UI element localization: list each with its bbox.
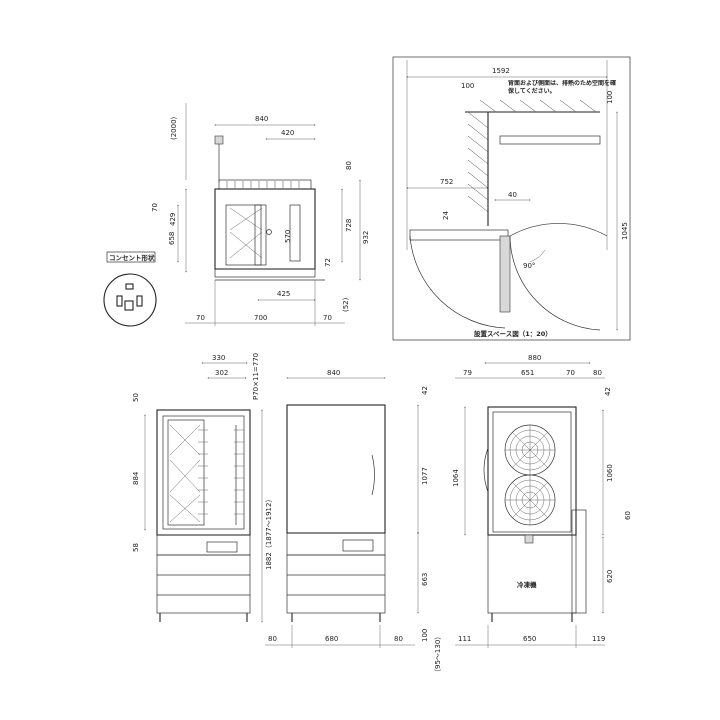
rear-view: 880 79 651 70 80 42 冷凍機 1064 1060 bbox=[452, 354, 632, 648]
install-title: 設置スペース図（1：20） bbox=[474, 329, 552, 338]
dim-w680: 680 bbox=[325, 635, 338, 643]
dim-bottom-700: 700 bbox=[254, 314, 267, 322]
dim-h884: 884 bbox=[132, 471, 140, 485]
dim-body-height: 658 bbox=[168, 232, 176, 245]
dim-h58: 58 bbox=[132, 543, 140, 552]
dim-rear-w80: 80 bbox=[593, 369, 602, 377]
dim-side-h663: 663 bbox=[421, 573, 429, 586]
dim-bottom-left-70: 70 bbox=[196, 314, 205, 322]
dim-bottom-425: 425 bbox=[277, 290, 290, 298]
dim-foot100: 100 bbox=[421, 629, 429, 642]
dim-rear-b111: 111 bbox=[458, 635, 471, 643]
dim-height-max: (2000) bbox=[170, 116, 178, 140]
install-note: 背面および側面は、排熱のため空間を確保してください。 bbox=[508, 80, 617, 95]
front-view: 330 302 P70×11=770 50 884 58 bbox=[132, 353, 273, 623]
dim-inner-height: 429 bbox=[169, 213, 177, 226]
dim-base-52: (52) bbox=[342, 297, 350, 312]
dim-angle: 90° bbox=[523, 262, 535, 270]
top-view: 840 420 (2000) 70 429 bbox=[151, 103, 370, 326]
dim-bottom-72: 72 bbox=[324, 258, 332, 267]
dim-half-width: 420 bbox=[281, 129, 294, 137]
dim-side-h1077: 1077 bbox=[421, 467, 429, 485]
dim-w302: 302 bbox=[215, 369, 228, 377]
dim-rear-w70: 70 bbox=[566, 369, 575, 377]
dim-right80: 80 bbox=[394, 635, 403, 643]
dim-foot-range: （95〜130） bbox=[434, 633, 442, 676]
outlet-label: コンセント形状 bbox=[109, 253, 155, 262]
dim-rear-h620: 620 bbox=[606, 570, 614, 583]
dim-side-w840: 840 bbox=[327, 369, 340, 377]
rear-unit-label: 冷凍機 bbox=[517, 580, 537, 589]
dim-rear-b650: 650 bbox=[523, 635, 536, 643]
dim-rear-d60: 60 bbox=[624, 511, 632, 520]
dim-h1882: 1882（1877〜1912） bbox=[265, 496, 273, 570]
dim-top50: 50 bbox=[132, 393, 140, 402]
dim-back-right: 100 bbox=[606, 91, 614, 104]
dim-back-left: 100 bbox=[461, 82, 474, 90]
outlet-shape: コンセント形状 bbox=[103, 251, 157, 327]
dim-inner-570: 570 bbox=[284, 230, 292, 243]
dim-bottom-right-70: 70 bbox=[323, 314, 332, 322]
dim-rear-b119: 119 bbox=[592, 635, 605, 643]
dim-left-offset: 70 bbox=[151, 203, 159, 212]
dim-rear-w880: 880 bbox=[528, 354, 541, 362]
dim-rear-top42: 42 bbox=[604, 387, 612, 396]
bottom-dims-front: 80 680 80 bbox=[265, 625, 415, 648]
dim-height-728: 728 bbox=[345, 219, 353, 232]
outlet-icon bbox=[103, 273, 157, 327]
dim-w330: 330 bbox=[212, 354, 225, 362]
dim-rear-h1060: 1060 bbox=[606, 464, 614, 482]
install-space: 1592 100 背面および側面は、排熱のため空間を確保してください。 100 … bbox=[392, 56, 631, 341]
dim-depth-1045: 1045 bbox=[621, 222, 629, 240]
dim-top-gap: 80 bbox=[345, 161, 353, 170]
side-view: 840 42 1077 663 100 （95〜130） bbox=[286, 369, 442, 676]
dim-d40: 40 bbox=[508, 191, 517, 199]
dim-total: 1592 bbox=[492, 67, 510, 75]
dim-pitch: P70×11=770 bbox=[252, 353, 260, 400]
dim-d24: 24 bbox=[442, 211, 450, 220]
dim-height-932: 932 bbox=[362, 231, 370, 244]
dim-rear-w651: 651 bbox=[521, 369, 534, 377]
dim-left80: 80 bbox=[268, 635, 277, 643]
dim-rear-w79: 79 bbox=[463, 369, 472, 377]
dim-side-top42: 42 bbox=[421, 386, 429, 395]
dim-width-752: 752 bbox=[440, 178, 453, 186]
dim-rear-h1064: 1064 bbox=[452, 469, 460, 487]
dim-top-width: 840 bbox=[255, 115, 268, 123]
